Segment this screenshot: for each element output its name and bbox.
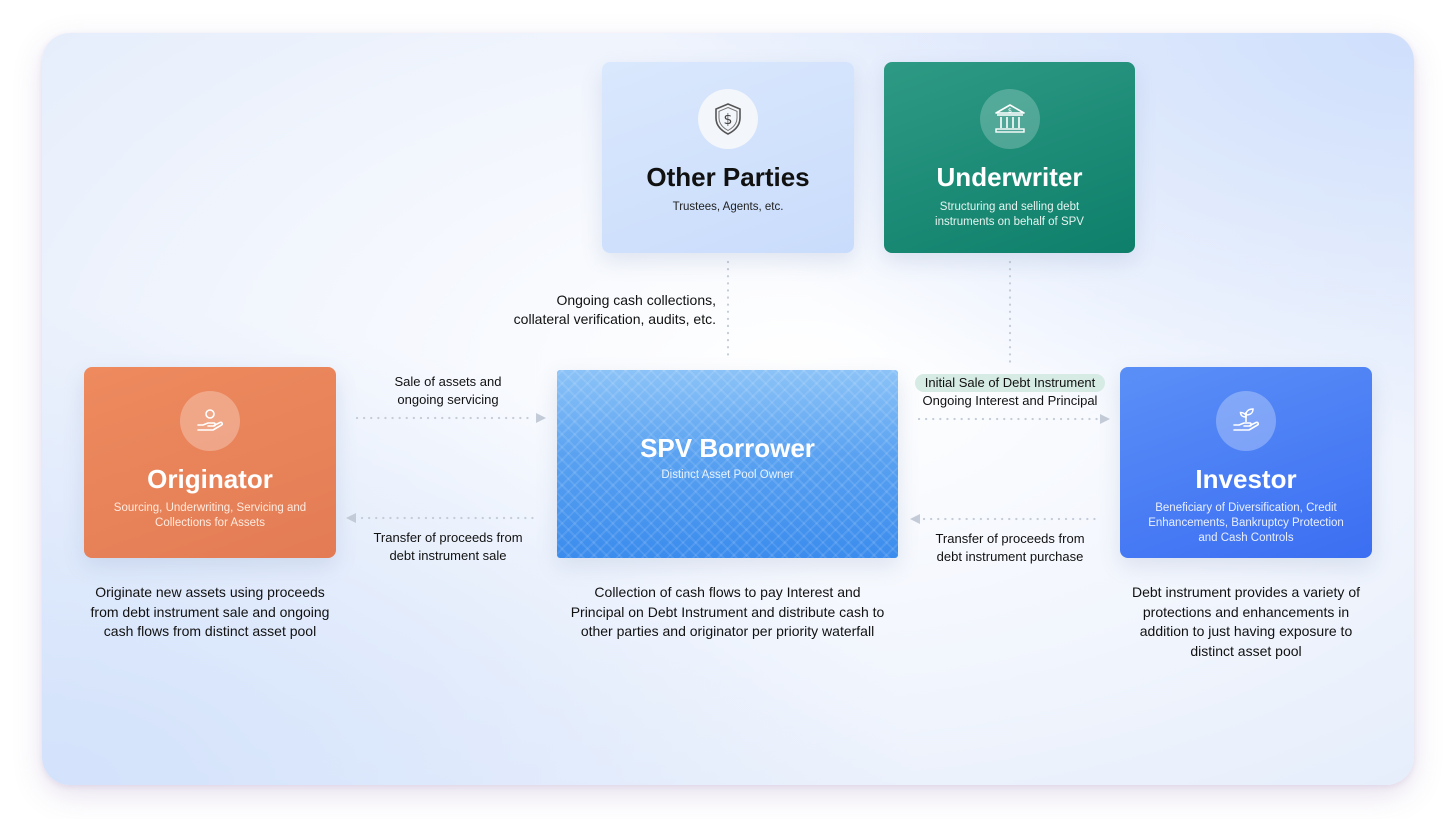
description-line: from debt instrument sale and ongoing [90,603,330,620]
edge-label-line: Transfer of proceeds from [373,530,523,545]
originator-node: Originator Sourcing, Underwriting, Servi… [84,367,336,558]
arrowhead-right [536,413,546,423]
originator-subtitle-line: Sourcing, Underwriting, Servicing and [113,502,307,514]
description-line: Originate new assets using proceeds [95,584,325,600]
edge-label-line: debt instrument purchase [936,548,1084,564]
description-line: Debt instrument provides a variety of [1132,584,1360,600]
svg-text:$: $ [724,112,733,128]
other-parties-node: $ Other Parties Trustees, Agents, etc. [602,62,854,253]
originator-description: Originate new assets using proceeds from… [70,583,350,642]
edge-label-line: ongoing servicing [397,391,499,407]
originator-subtitle: Sourcing, Underwriting, Servicing and Co… [114,501,306,531]
investor-subtitle-line: Enhancements, Bankruptcy Protection [1148,517,1344,529]
originator-title: Originator [147,464,273,494]
other-parties-title: Other Parties [646,162,810,192]
investor-subtitle: Beneficiary of Diversification, Credit E… [1148,501,1344,546]
edge-label-line: Ongoing cash collections, [556,292,716,308]
edge-label-spv-to-originator: Transfer of proceeds from debt instrumen… [356,529,540,564]
edge-label-originator-to-spv: Sale of assets and ongoing servicing [356,373,540,408]
arrowhead-left [910,514,920,524]
description-line: addition to just having exposure to [1139,623,1353,639]
spv-description: Collection of cash flows to pay Interest… [540,583,915,642]
spv-borrower-node: SPV Borrower Distinct Asset Pool Owner [557,370,898,558]
description-line: cash flows from distinct asset pool [103,623,317,639]
other-parties-subtitle: Trustees, Agents, etc. [672,201,784,213]
edge-label-line: Ongoing Interest and Principal [922,392,1098,408]
edge-label-other-to-spv: Ongoing cash collections, collateral ver… [470,291,716,329]
edge-label-line: debt instrument sale [389,547,507,563]
arrowhead-left [346,513,356,523]
description-line: other parties and originator per priorit… [580,623,875,639]
edge-label-highlight: Initial Sale of Debt Instrument [914,374,1106,392]
originator-subtitle-line: Collections for Assets [155,517,265,529]
investor-description: Debt instrument provides a variety of pr… [1106,583,1386,661]
underwriter-node: $ Underwriter Structuring and selling de… [884,62,1135,253]
description-line: protections and enhancements in [1142,603,1350,620]
underwriter-subtitle: Structuring and selling debt instruments… [935,200,1084,230]
svg-text:$: $ [1007,107,1011,115]
bank-icon: $ [979,89,1040,149]
spv-subtitle: Distinct Asset Pool Owner [661,469,794,481]
underwriter-subtitle-line: Structuring and selling debt [939,201,1080,213]
investor-subtitle-line: and Cash Controls [1198,532,1294,544]
spv-title: SPV Borrower [640,433,815,463]
shield-dollar-icon: $ [698,89,758,149]
edge-label-line: Sale of assets and [394,374,502,389]
arrowhead-right [1100,414,1110,424]
edge-label-line: Transfer of proceeds from [935,531,1085,546]
investor-node: Investor Beneficiary of Diversification,… [1120,367,1372,558]
edge-label-line: Initial Sale of Debt Instrument [906,374,1114,392]
edge-label-line: collateral verification, audits, etc. [513,311,716,327]
underwriter-title: Underwriter [936,162,1083,192]
hand-coin-icon [180,391,240,451]
edge-label-spv-to-investor: Initial Sale of Debt Instrument Ongoing … [906,374,1114,409]
hand-plant-icon [1216,391,1276,451]
description-line: Principal on Debt Instrument and distrib… [570,603,885,620]
underwriter-subtitle-line: instruments on behalf of SPV [935,216,1084,228]
investor-title: Investor [1195,464,1297,494]
description-line: distinct asset pool [1190,642,1302,659]
description-line: Collection of cash flows to pay Interest… [594,584,861,600]
investor-subtitle-line: Beneficiary of Diversification, Credit [1155,502,1337,514]
edge-label-investor-to-spv: Transfer of proceeds from debt instrumen… [906,530,1114,565]
